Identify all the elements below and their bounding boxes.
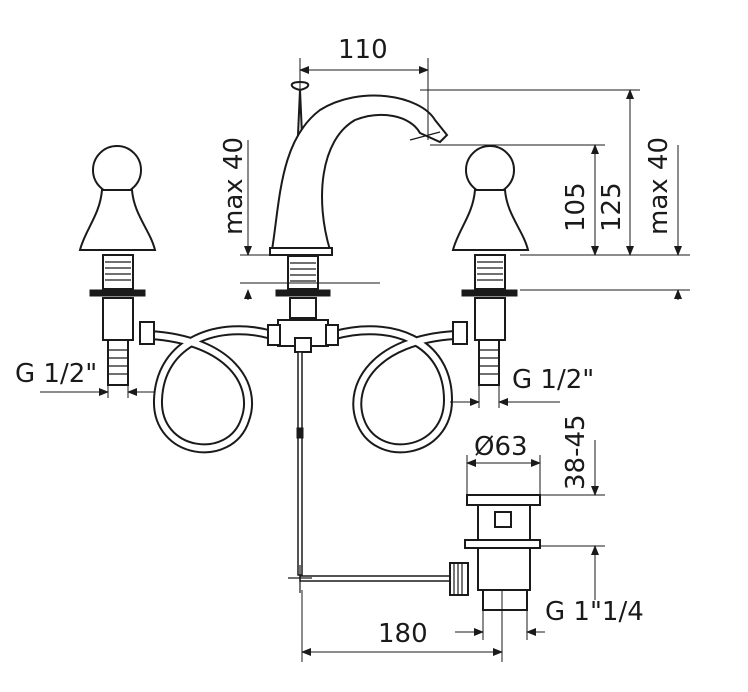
pop-up-drain [449, 494, 541, 611]
dim-left-max40-label: max 40 [219, 137, 249, 235]
dim-105-label: 105 [561, 182, 591, 232]
dim-right-thread-label: G 1/2" [512, 365, 594, 395]
dim-drain-range-label: 38-45 [561, 414, 591, 490]
dimension-lines [40, 58, 690, 662]
left-handle-valve [78, 145, 157, 386]
pull-rod [288, 351, 459, 593]
left-hose [149, 325, 274, 454]
dim-125-label: 125 [597, 182, 627, 232]
spout [267, 80, 449, 353]
right-handle-valve [451, 145, 530, 386]
dim-right-max40-label: max 40 [644, 137, 674, 235]
dim-drain-thread-label: G 1"1/4 [545, 597, 644, 627]
dim-110-label: 110 [338, 35, 388, 65]
dim-drain-diameter-label: Ø63 [474, 432, 528, 462]
dim-180-label: 180 [378, 619, 428, 649]
right-hose [333, 325, 456, 454]
dim-left-thread-label: G 1/2" [15, 359, 97, 389]
